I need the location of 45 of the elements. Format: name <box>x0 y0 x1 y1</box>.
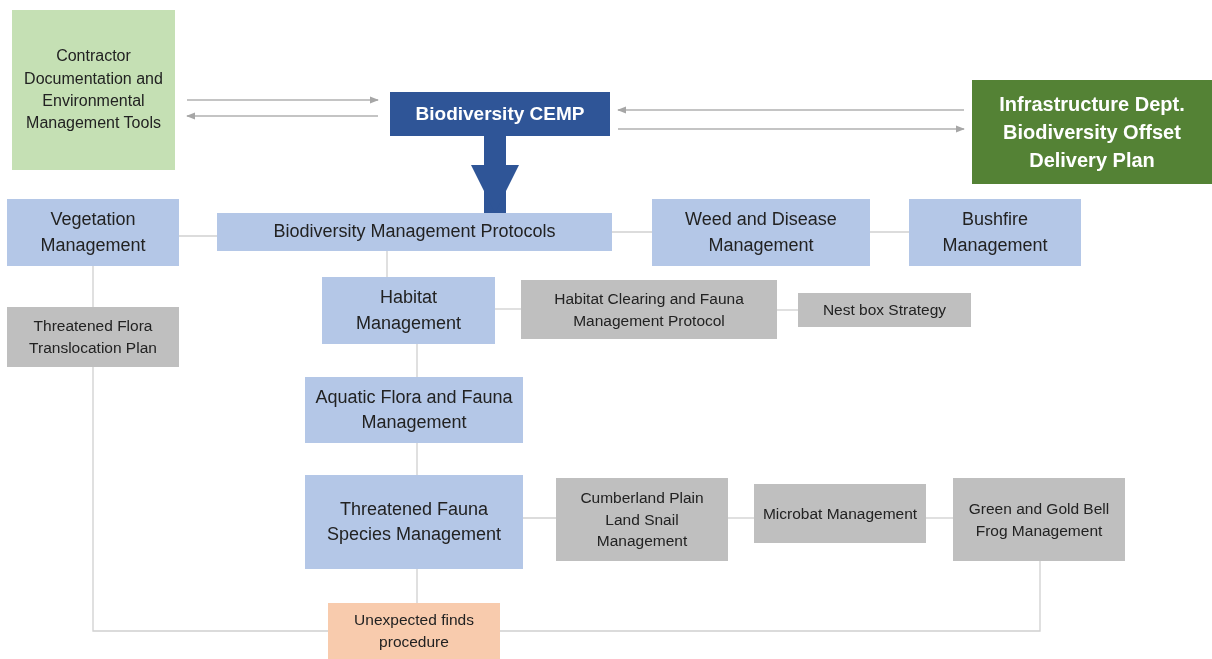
process-box <box>652 199 870 266</box>
arrow <box>186 112 379 120</box>
box-label: Aquatic Flora and Fauna Management <box>314 385 514 434</box>
box-label: Contractor Documentation and Environmental Management Tools <box>23 46 164 134</box>
connector-line <box>178 235 218 237</box>
process-box <box>754 484 926 543</box>
process-box <box>556 478 728 561</box>
process-box <box>972 80 1212 184</box>
box-label: Bushfire Management <box>941 208 1049 257</box>
process-box <box>909 199 1081 266</box>
box-label: Biodiversity CEMP <box>415 101 585 126</box>
box-label: Infrastructure Dept. Biodiversity Offset Delivery Plan <box>998 92 1186 173</box>
connector-line <box>499 560 1041 632</box>
process-box <box>521 280 777 339</box>
box-label: Nest box Strategy <box>822 300 947 321</box>
block-arrow <box>470 136 520 213</box>
box-label: Habitat Clearing and Fauna Management Protocol <box>553 288 745 331</box>
arrow <box>186 96 379 104</box>
connector-line <box>522 517 557 519</box>
process-box <box>7 199 179 266</box>
process-box <box>7 307 179 367</box>
arrow <box>617 106 965 114</box>
box-label: Threatened Fauna Species Management <box>325 497 503 546</box>
process-box <box>328 603 500 659</box>
arrow <box>617 125 965 133</box>
box-label: Threatened Flora Translocation Plan <box>28 316 158 358</box>
process-box <box>217 213 612 251</box>
connector-line <box>869 231 910 233</box>
connector-line <box>92 366 329 632</box>
connector-line <box>611 231 653 233</box>
box-label: Microbat Management <box>762 503 918 524</box>
box-label: Biodiversity Management Protocols <box>273 220 556 244</box>
process-box <box>798 293 971 327</box>
box-label: Habitat Management <box>354 286 463 335</box>
process-box <box>305 475 523 569</box>
process-box <box>305 377 523 443</box>
box-label: Vegetation Management <box>39 208 147 257</box>
box-label: Weed and Disease Management <box>684 208 838 257</box>
process-box <box>390 92 610 136</box>
box-label: Unexpected finds procedure <box>353 610 475 652</box>
box-label: Green and Gold Bell Frog Management <box>967 498 1111 541</box>
process-box <box>12 10 175 170</box>
process-box <box>322 277 495 344</box>
process-box <box>953 478 1125 561</box>
box-label: Cumberland Plain Land Snail Management <box>579 487 705 552</box>
